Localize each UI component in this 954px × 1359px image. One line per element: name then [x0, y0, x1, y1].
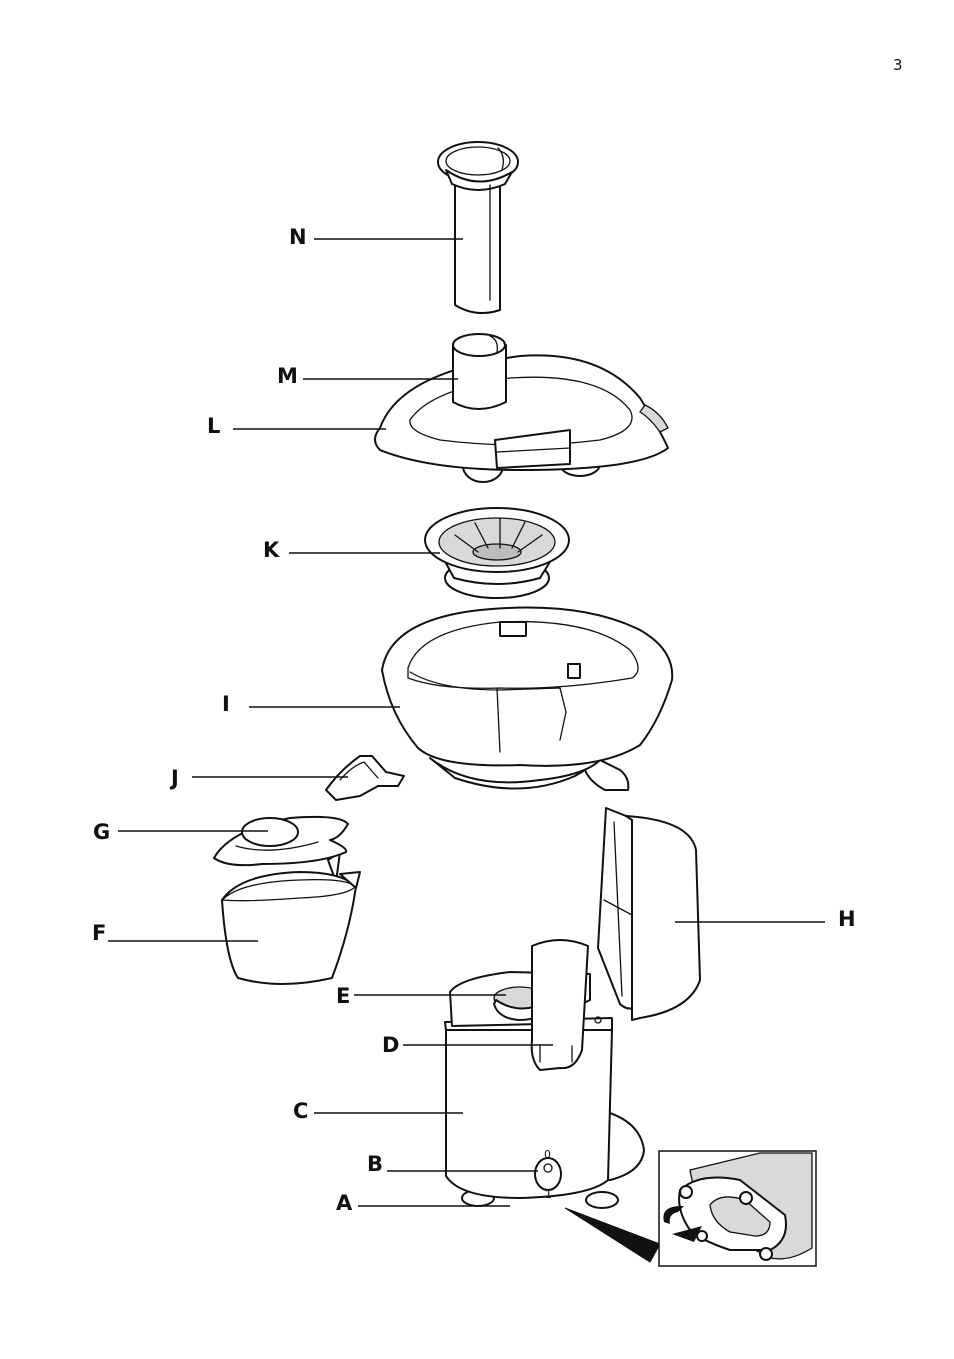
part-j-spout: [326, 756, 404, 800]
switch-off-label: 0: [544, 1148, 551, 1161]
label-n: N: [289, 225, 307, 249]
label-m: M: [277, 364, 298, 388]
part-g-jug-lid: [214, 817, 348, 882]
label-c: C: [293, 1099, 308, 1123]
label-f: F: [92, 921, 106, 945]
label-h: H: [838, 907, 856, 931]
switch-on-label: 1: [545, 1188, 552, 1201]
part-f-jug: [222, 872, 360, 984]
label-k: K: [263, 538, 280, 562]
label-g: G: [93, 820, 110, 844]
label-d: D: [382, 1033, 399, 1057]
part-l-lid: [375, 355, 668, 482]
part-i-pulp-container: [382, 608, 672, 791]
part-n-pusher: [438, 142, 518, 313]
part-m-tube: [453, 334, 506, 409]
part-d-locking-arm: [532, 940, 588, 1070]
label-l: L: [207, 414, 220, 438]
part-k-filter: [425, 508, 569, 598]
part-h-safety-cover: [598, 808, 700, 1020]
label-a: A: [336, 1191, 353, 1215]
label-i: I: [222, 692, 230, 716]
label-e: E: [336, 984, 350, 1008]
label-j: J: [169, 766, 179, 790]
label-b: B: [367, 1152, 383, 1176]
page-number: 3: [893, 56, 903, 74]
